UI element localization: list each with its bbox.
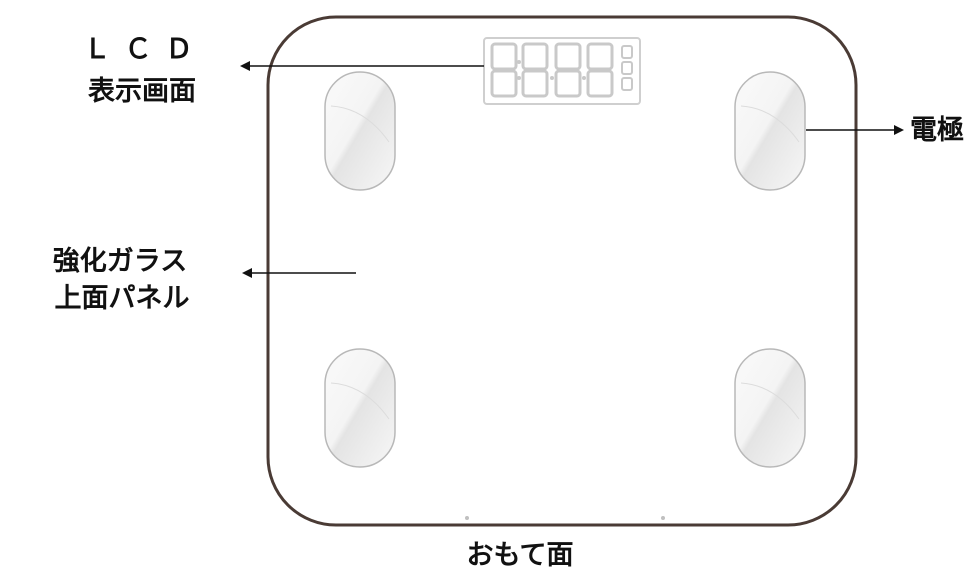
electrode-bottom-left — [324, 348, 396, 468]
lcd-unit-indicators — [621, 45, 633, 91]
electrode-bottom-right — [734, 348, 806, 468]
lcd-label-line1: ＬＣＤ — [83, 34, 207, 65]
lcd-dot — [582, 76, 586, 80]
lcd-frame — [483, 37, 641, 105]
lcd-digit — [586, 42, 614, 98]
lcd-dot — [517, 60, 521, 64]
scale-body — [266, 15, 858, 527]
lcd-unit-indicator — [621, 45, 633, 59]
lcd-label-line2: 表示画面 — [88, 76, 196, 107]
lcd-digit — [490, 42, 518, 98]
lcd-digits — [490, 42, 614, 98]
lcd-unit-indicator — [621, 61, 633, 75]
lcd-display — [483, 37, 641, 105]
electrode-label: 電極 — [910, 115, 964, 146]
electrodes — [324, 71, 806, 468]
glass-panel-label-line2: 上面パネル — [54, 283, 190, 314]
lcd-dot — [517, 76, 521, 80]
front-side-caption: おもて面 — [466, 540, 574, 571]
lcd-digit — [521, 42, 549, 98]
lcd-dot — [550, 76, 554, 80]
foot-dot-left — [465, 516, 469, 520]
lcd-unit-indicator — [621, 77, 633, 91]
foot-dot-right — [661, 516, 665, 520]
lcd-digit — [554, 42, 582, 98]
electrode-top-right — [734, 71, 806, 191]
electrode-top-left — [324, 71, 396, 191]
glass-panel-label-line1: 強化ガラス — [52, 246, 188, 277]
